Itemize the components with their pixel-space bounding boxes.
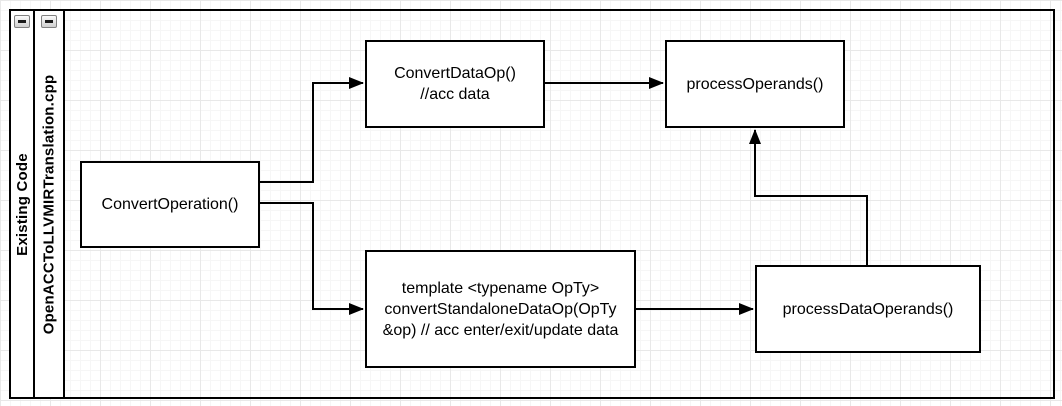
node-label: processDataOperands(): [782, 300, 954, 318]
edge-process-data-operands-to-process-operands[interactable]: [749, 129, 868, 265]
minus-icon: [45, 20, 53, 23]
collapse-translation-lane-button[interactable]: [41, 15, 57, 28]
pool-existing-code[interactable]: Existing Code OpenACCToLLVMIRTranslation…: [9, 9, 1055, 399]
node-process-data-operands[interactable]: processDataOperands(): [755, 265, 981, 353]
node-label: ConvertOperation(): [101, 196, 239, 213]
node-process-operands[interactable]: processOperands(): [665, 40, 845, 128]
collapse-existing-code-button[interactable]: [14, 15, 30, 28]
edge-convert-operation-to-convert-standalone-data-op[interactable]: [260, 202, 364, 315]
pool-title-strip[interactable]: Existing Code: [11, 11, 35, 397]
minus-icon: [18, 20, 26, 23]
node-convert-operation[interactable]: ConvertOperation(): [80, 161, 260, 248]
pool-title: Existing Code: [13, 152, 31, 256]
lane-title: OpenACCToLLVMIRTranslation.cpp: [40, 74, 58, 334]
node-label: processOperands(): [686, 75, 824, 93]
node-label: ConvertDataOp() //acc data: [394, 65, 516, 103]
node-convert-standalone-data-op[interactable]: template <typename OpTy> convertStandalo…: [365, 250, 636, 368]
edge-convert-operation-to-convert-data-op[interactable]: [260, 77, 364, 183]
node-label: template <typename OpTy> convertStandalo…: [382, 279, 619, 339]
node-convert-data-op[interactable]: ConvertDataOp() //acc data: [365, 40, 545, 128]
lane-title-strip-translation-cpp[interactable]: OpenACCToLLVMIRTranslation.cpp: [35, 11, 65, 397]
